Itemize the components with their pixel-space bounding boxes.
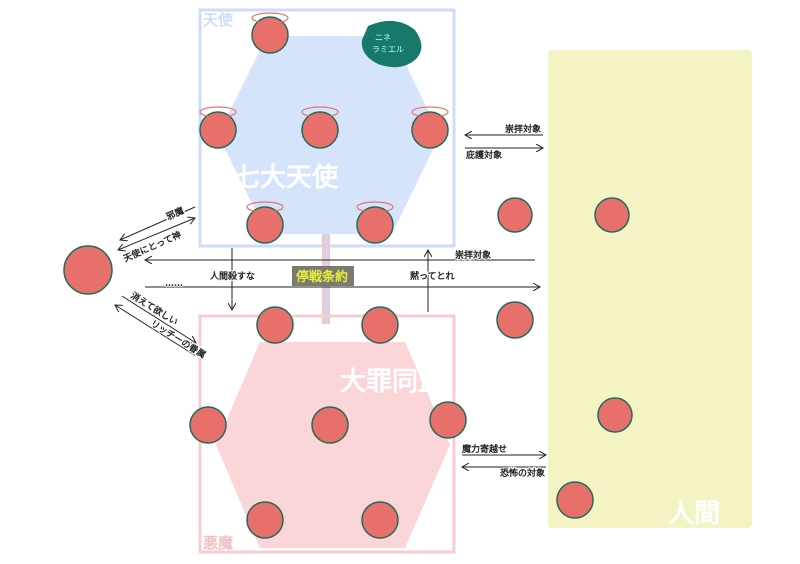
label-fear: 恐怖の対象	[500, 467, 545, 479]
character-heads	[63, 12, 633, 539]
ramiel-note	[361, 20, 422, 68]
label-protect: 庇護対象	[465, 149, 502, 161]
demons-corner-label: 悪魔	[203, 534, 233, 552]
label-god: 天使にとって神	[121, 228, 183, 264]
label-no-kill: 人間殺すな	[209, 270, 255, 282]
label-mana: 魔力寄越せ	[461, 443, 507, 455]
truce-badge	[292, 266, 354, 286]
label-worship-2: 崇拝対象	[455, 249, 491, 261]
truce-label: 停戦条約	[296, 269, 348, 285]
demons-title: 大罪同盟	[340, 367, 444, 397]
angels-title: 七大天使	[234, 163, 339, 193]
svg-text:ニネ: ニネ	[375, 33, 391, 42]
label-obstacle: 邪魔	[163, 204, 185, 223]
humans-title: 人間	[668, 499, 720, 529]
humans-region	[548, 50, 752, 528]
label-ellipsis: ……	[165, 279, 183, 289]
label-shut-up: 黙ってとれ	[410, 270, 455, 282]
svg-text:ラミエル: ラミエル	[372, 45, 404, 54]
demons-hexagon	[216, 342, 450, 548]
relation-arrows	[115, 135, 546, 467]
angels-corner-label: 天使	[203, 11, 234, 29]
label-worship-1: 崇拝対象	[505, 123, 541, 135]
